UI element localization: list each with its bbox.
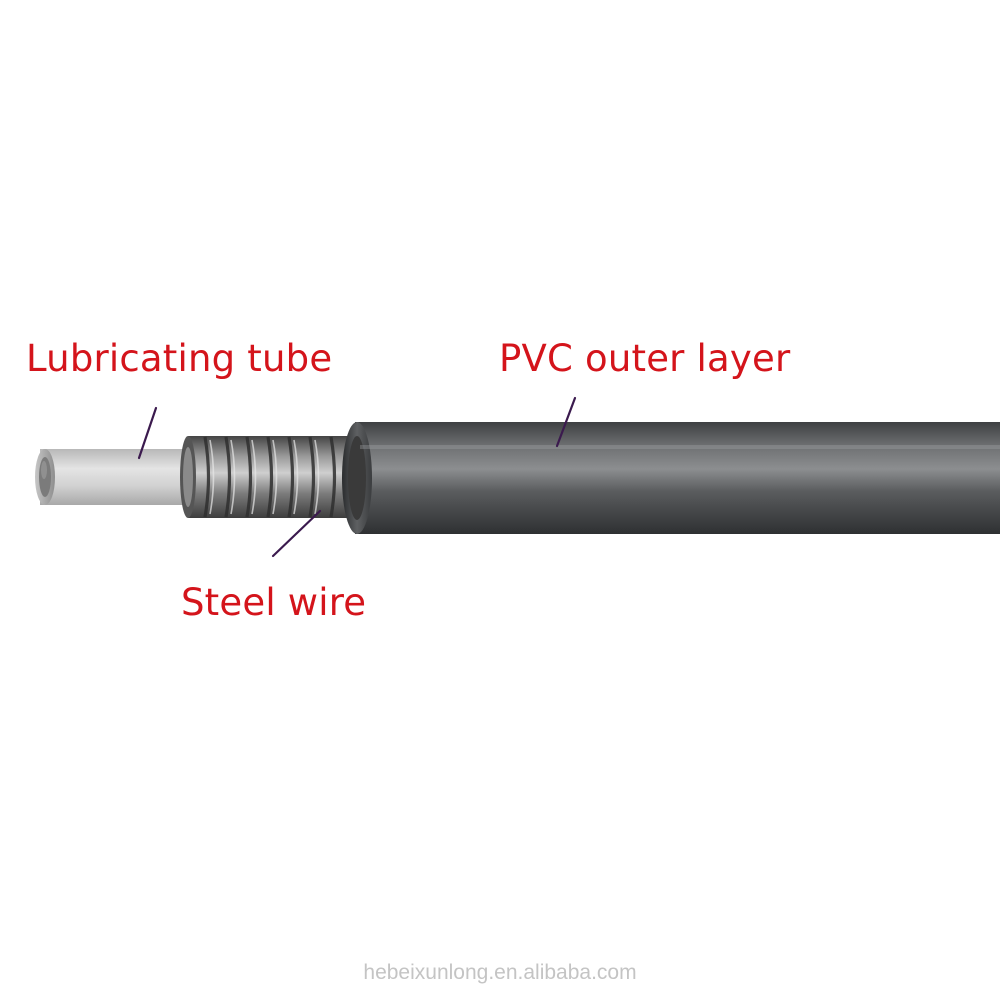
label-pvc-outer-layer: PVC outer layer — [499, 337, 791, 380]
leader-line-pvc-outer-layer — [555, 396, 577, 448]
leader-line-steel-wire — [271, 509, 322, 558]
steel-wire-turns — [203, 436, 337, 518]
lubricating-tube — [35, 449, 200, 505]
watermark-text: hebeixunlong.en.alibaba.com — [363, 961, 637, 984]
steel-wire-coil — [180, 436, 360, 518]
pvc-outer-layer — [342, 422, 1000, 534]
label-lubricating-tube: Lubricating tube — [26, 337, 333, 380]
leader-lines — [137, 396, 577, 558]
leader-line-lubricating-tube — [137, 406, 158, 460]
label-steel-wire: Steel wire — [181, 581, 367, 624]
